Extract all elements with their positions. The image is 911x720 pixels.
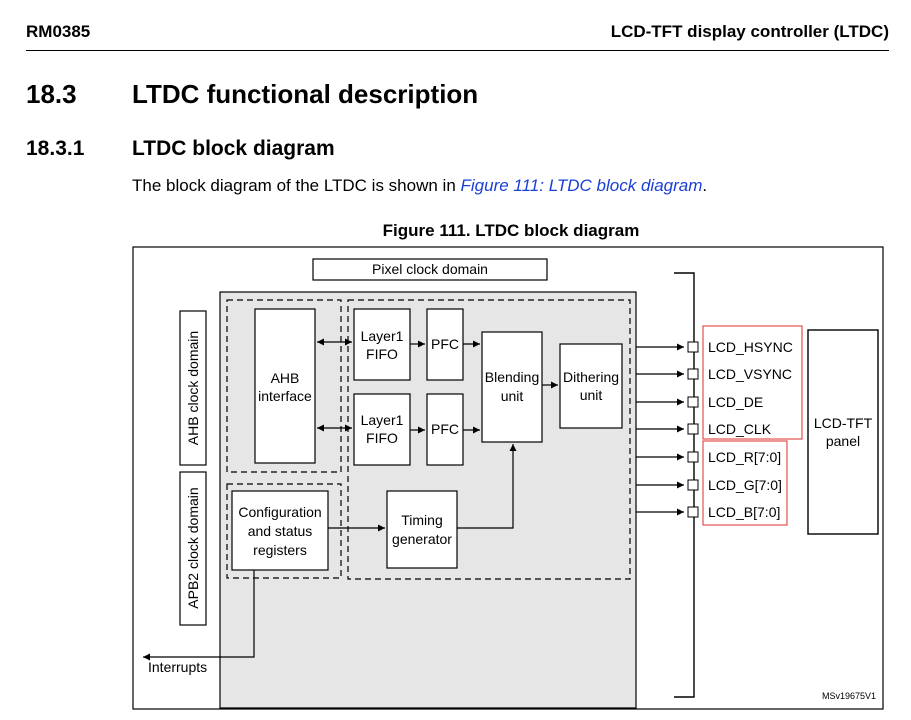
ahb-domain-region [226, 299, 342, 473]
config-registers-block [231, 490, 329, 571]
pixel-clock-domain-label: Pixel clock domain [372, 261, 488, 277]
dithering-unit-block [559, 343, 623, 429]
arrow-interrupts [143, 570, 255, 661]
interrupts-label: Interrupts [148, 659, 207, 675]
document-id: RM0385 [26, 22, 91, 41]
dithering-unit-label-1: Dithering [563, 369, 619, 385]
blending-unit-label-1: Blending [485, 369, 540, 385]
body-suffix: . [702, 176, 708, 195]
arrow-timing-blend [457, 444, 517, 529]
config-registers-label-3: registers [253, 542, 307, 558]
dithering-unit-label-2: unit [580, 387, 603, 403]
ahb-interface-block [254, 308, 316, 464]
timing-generator-label-1: Timing [401, 512, 443, 528]
layer1-fifo-bottom-block [353, 393, 411, 466]
section-number: 18.3 [26, 79, 77, 109]
color-signal-group [702, 440, 788, 526]
subsection-title: LTDC block diagram [132, 137, 335, 160]
lcd-tft-panel-block [807, 329, 879, 535]
ahb-clock-domain-box [179, 310, 207, 466]
lcd-tft-panel-label-1: LCD-TFT [814, 415, 873, 431]
pin-hsync [687, 341, 699, 353]
signal-label-de: LCD_DE [708, 394, 763, 410]
blending-unit-block [481, 331, 543, 443]
pixel-domain-region [347, 299, 631, 580]
pin-de [687, 396, 699, 408]
ahb-interface-label-2: interface [258, 388, 312, 404]
layer1-fifo-top-block [353, 308, 411, 381]
signal-label-hsync: LCD_HSYNC [708, 339, 793, 355]
signal-label-vsync: LCD_VSYNC [708, 366, 792, 382]
subsection-number: 18.3.1 [26, 137, 85, 160]
pin-vsync [687, 368, 699, 380]
signal-label-b: LCD_B[7:0] [708, 504, 780, 520]
pfc-bottom-block [426, 393, 464, 466]
pixel-clock-domain-box [312, 258, 548, 281]
figure-link[interactable]: Figure 111: LTDC block diagram [460, 176, 703, 195]
pin-r [687, 451, 699, 463]
layer1-fifo-top-label-2: FIFO [366, 346, 398, 362]
apb2-clock-domain-box [179, 471, 207, 626]
pin-clk [687, 423, 699, 435]
chapter-title: LCD-TFT display controller (LTDC) [610, 22, 889, 41]
figure-caption: Figure 111. LTDC block diagram [382, 221, 640, 240]
pfc-bottom-label: PFC [431, 421, 459, 437]
blending-unit-label-2: unit [501, 388, 524, 404]
ahb-clock-domain-label: AHB clock domain [185, 331, 201, 445]
apb2-domain-region [226, 483, 342, 579]
layer1-fifo-bottom-label-1: Layer1 [361, 412, 404, 428]
apb2-clock-domain-label: APB2 clock domain [185, 487, 201, 608]
layer1-fifo-top-label-1: Layer1 [361, 328, 404, 344]
pin-b [687, 506, 699, 518]
config-registers-label-1: Configuration [238, 504, 321, 520]
timing-generator-label-2: generator [392, 531, 452, 547]
header-rule [26, 50, 889, 51]
lcd-tft-panel-label-2: panel [826, 433, 860, 449]
figure-id-label: MSv19675V1 [822, 691, 876, 701]
signal-label-r: LCD_R[7:0] [708, 449, 781, 465]
body-prefix: The block diagram of the LTDC is shown i… [132, 176, 461, 195]
config-registers-label-2: and status [248, 523, 313, 539]
layer1-fifo-bottom-label-2: FIFO [366, 430, 398, 446]
pfc-top-label: PFC [431, 336, 459, 352]
section-title: LTDC functional description [132, 79, 479, 109]
pin-g [687, 479, 699, 491]
body-paragraph: The block diagram of the LTDC is shown i… [132, 176, 707, 196]
ahb-interface-label-1: AHB [271, 370, 300, 386]
signal-label-g: LCD_G[7:0] [708, 477, 782, 493]
timing-generator-block [386, 490, 458, 569]
signal-label-clk: LCD_CLK [708, 421, 772, 437]
sync-signal-group [702, 325, 803, 440]
